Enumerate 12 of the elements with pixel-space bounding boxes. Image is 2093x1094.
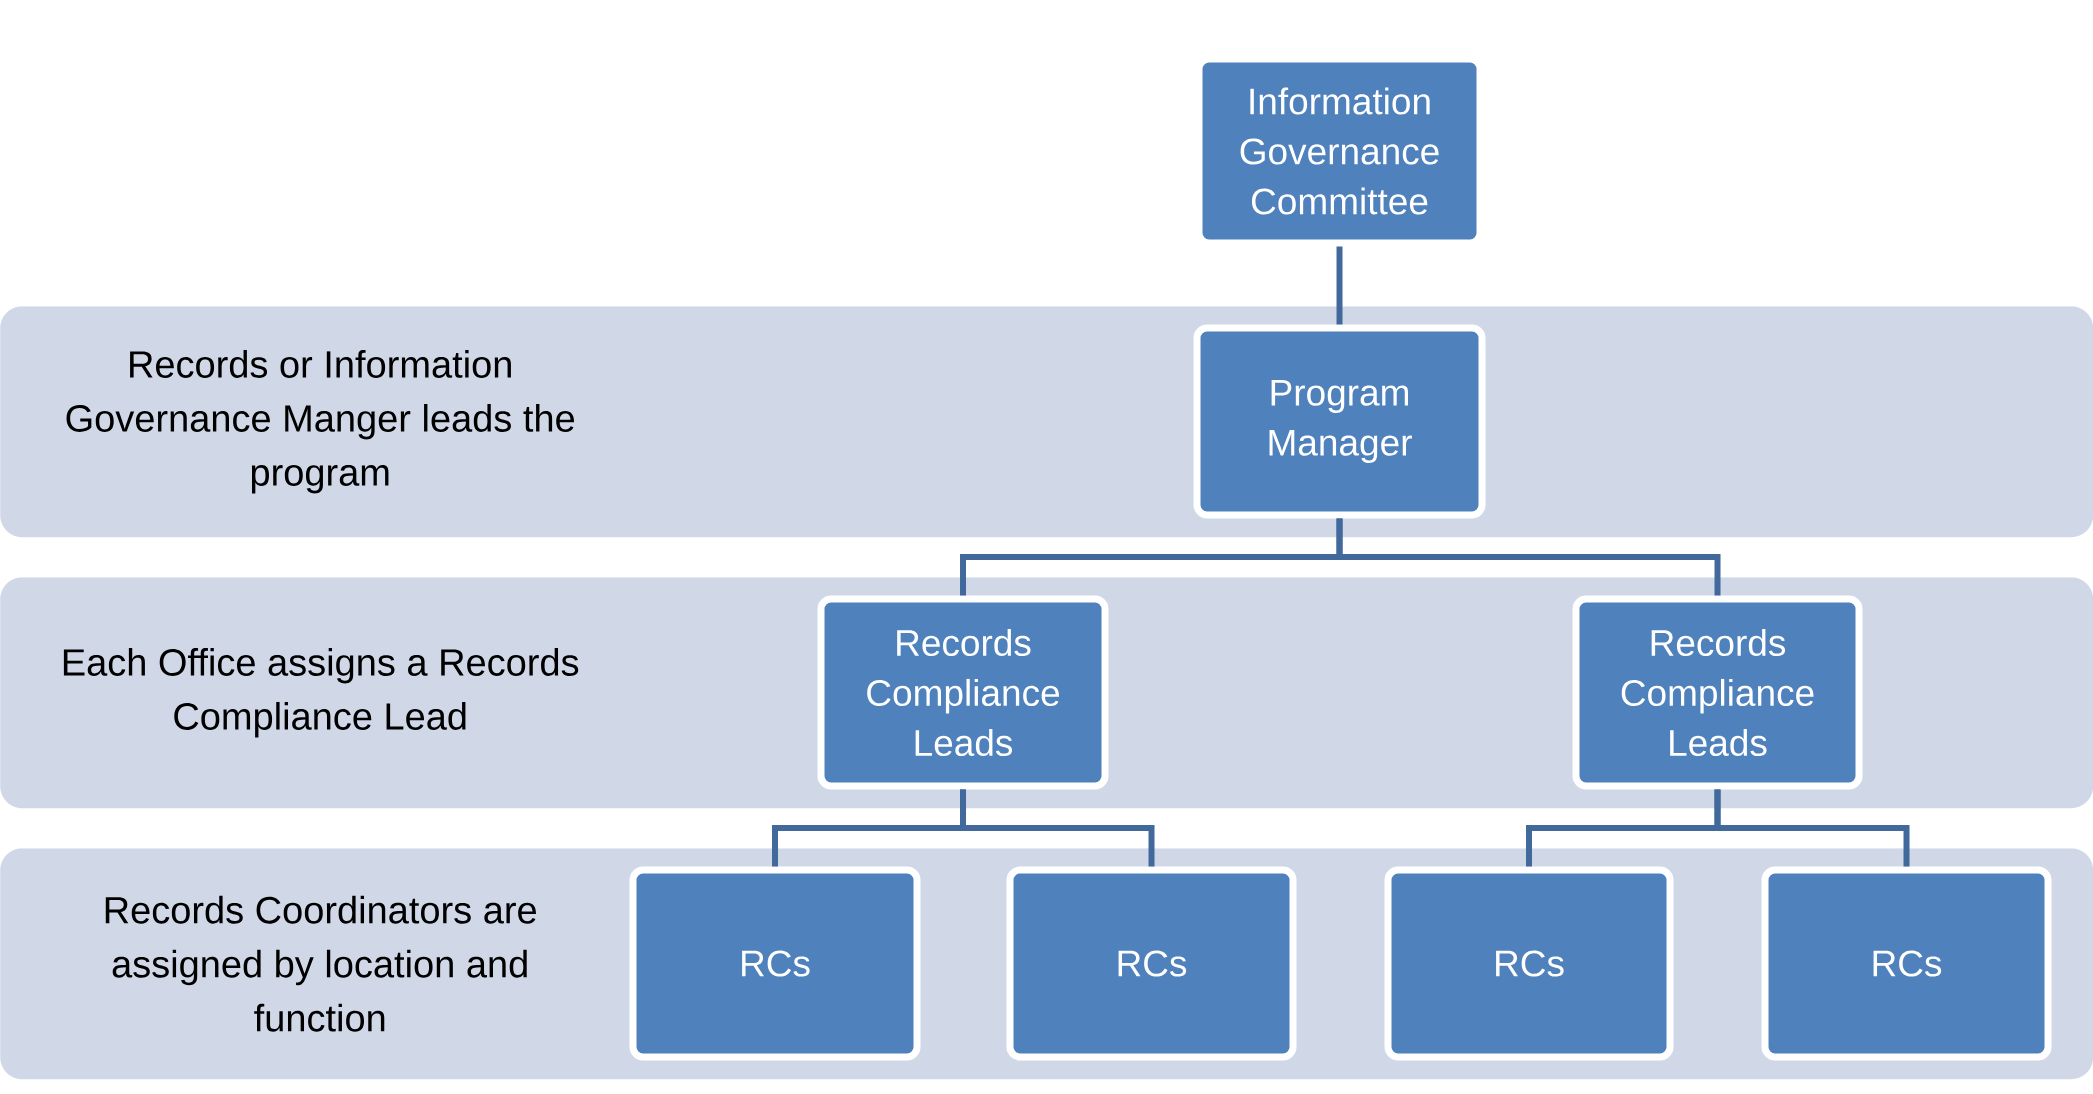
connector — [1336, 246, 1343, 325]
org-box: Records Compliance Leads — [1572, 595, 1863, 790]
org-box: Program Manager — [1193, 324, 1486, 519]
connector — [1336, 518, 1721, 596]
org-box: RCs — [629, 866, 921, 1061]
org-box: Information Governance Committee — [1195, 55, 1484, 247]
org-box: RCs — [1006, 866, 1297, 1061]
org-box: RCs — [1384, 866, 1674, 1061]
org-box: Records Compliance Leads — [817, 595, 1109, 790]
org-box: RCs — [1761, 866, 2052, 1061]
connector — [960, 789, 1155, 867]
connector — [1714, 789, 1910, 867]
